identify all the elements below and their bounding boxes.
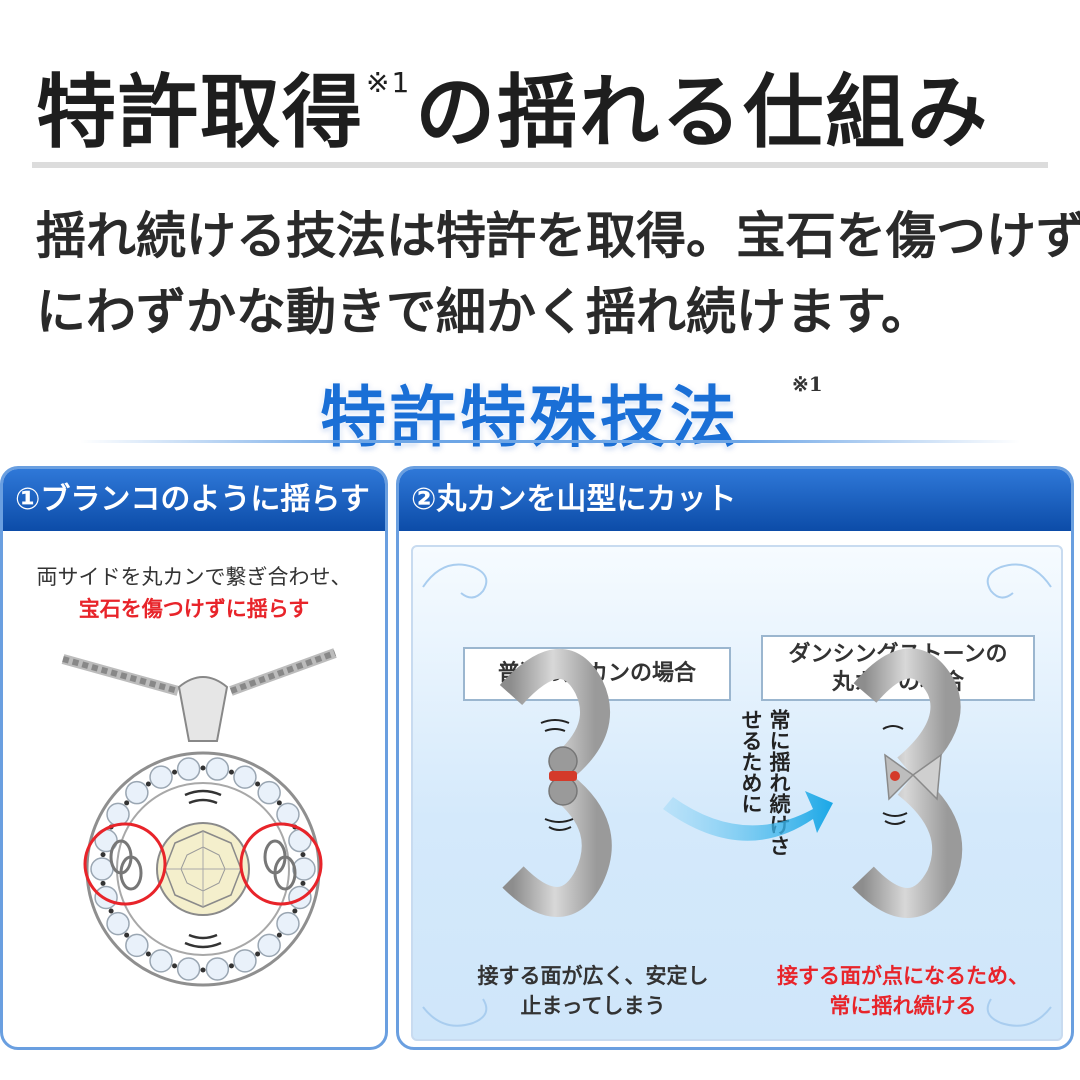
caption-normal: 接する面が広く、安定し 止まってしまう: [453, 961, 733, 1021]
caption-dancing-line-1: 接する面が点になるため、: [777, 964, 1029, 988]
bead-dot-icon: [172, 769, 178, 775]
bead-dot-icon: [276, 932, 282, 938]
outer-ring-icon: [85, 751, 321, 987]
bead-dot-icon: [145, 951, 151, 957]
chain-icon: [61, 648, 337, 696]
bead-dot-icon: [255, 781, 261, 787]
bead-icon: [176, 957, 201, 981]
title-rest: の揺れる仕組み: [415, 66, 990, 159]
normal-ring-icon: [499, 648, 612, 917]
banner-underline: [80, 440, 1020, 443]
panel-swing-text: 両サイドを丸カンで繋ぎ合わせ、: [36, 565, 352, 589]
lead-line-1: 揺れ続ける技法は特許を取得。宝石を傷つけず: [36, 207, 1080, 265]
panel-swing-heading: ①ブランコのように揺らす: [3, 469, 385, 531]
banner-title: 特許特殊技法: [320, 378, 740, 456]
caption-dancing-line-2: 常に揺れ続ける: [829, 994, 977, 1018]
bead-icon: [149, 949, 173, 973]
bead-dot-icon: [100, 852, 106, 858]
highlight-circle-right: [239, 822, 323, 906]
bead-icon: [233, 949, 257, 973]
bead-dot-icon: [200, 765, 206, 771]
bead-dot-icon: [200, 967, 206, 973]
bead-icon: [125, 780, 149, 805]
center-stone-icon: [156, 822, 250, 916]
panel-cut-heading: ②丸カンを山型にカット: [399, 469, 1071, 531]
bead-icon: [276, 911, 300, 936]
lead-text: 揺れ続ける技法は特許を取得。宝石を傷つけず にわずかな動きで細かく揺れ続けます。: [36, 198, 1080, 350]
ring-diagram: [499, 648, 963, 918]
bead-icon: [288, 885, 312, 910]
title-main: 特許取得: [36, 66, 364, 159]
bead-dot-icon: [292, 908, 298, 914]
bead-icon: [276, 802, 300, 827]
bead-icon: [90, 857, 114, 881]
swing-mark-top-icon: [184, 789, 222, 805]
bead-dot-icon: [276, 800, 282, 806]
panel-cut-diagram: 普通の丸カンの場合 ダンシングストーンの 丸カンの場合 常に揺れ続けさせるために: [411, 545, 1063, 1041]
bead-icon: [205, 957, 230, 981]
bead-icon: [106, 802, 130, 827]
panel-swing: ①ブランコのように揺らす 両サイドを丸カンで繋ぎ合わせ、 宝石を傷つけずに揺らす: [0, 466, 388, 1050]
panel-swing-highlight: 宝石を傷つけずに揺らす: [78, 597, 310, 621]
bead-dot-icon: [108, 908, 114, 914]
bead-icon: [233, 765, 257, 789]
dancing-ring-icon: [852, 648, 963, 918]
banner-footnote-mark: ※1: [792, 372, 823, 396]
arrow-icon: [663, 791, 833, 841]
bead-dot-icon: [228, 963, 234, 969]
caption-dancing: 接する面が点になるため、 常に揺れ続ける: [753, 961, 1053, 1021]
lead-line-2: にわずかな動きで細かく揺れ続けます。: [36, 283, 931, 341]
highlight-circle-left: [83, 822, 167, 906]
panel-cut: ②丸カンを山型にカット 普通の丸カンの場合 ダンシングストーンの 丸カンの場合 …: [396, 466, 1074, 1050]
page-title: 特許取得※1の揺れる仕組み: [36, 48, 989, 164]
bead-icon: [149, 765, 173, 789]
jump-ring-left-icon: [109, 839, 143, 891]
swing-mark-bottom-icon: [184, 933, 222, 949]
bead-dot-icon: [145, 781, 151, 787]
bead-dot-icon: [255, 951, 261, 957]
caption-normal-line-2: 止まってしまう: [520, 994, 666, 1018]
bead-dot-icon: [300, 880, 306, 886]
caption-normal-line-1: 接する面が広く、安定し: [477, 964, 709, 988]
title-divider: [32, 162, 1048, 168]
bead-icon: [257, 933, 281, 958]
bead-dot-icon: [124, 800, 130, 806]
bead-dot-icon: [228, 769, 234, 775]
bead-dot-icon: [100, 880, 106, 886]
bail-icon: [177, 676, 229, 742]
bead-icon: [257, 780, 281, 805]
bead-icon: [106, 911, 130, 936]
bead-icon: [176, 757, 201, 781]
bead-dot-icon: [172, 963, 178, 969]
bead-icon: [94, 885, 118, 910]
bead-icon: [205, 757, 230, 781]
bead-icon: [292, 857, 316, 881]
bead-icon: [125, 933, 149, 958]
corner-ornaments: [422, 563, 1052, 1027]
bead-dot-icon: [124, 932, 130, 938]
bead-dot-icon: [300, 852, 306, 858]
jump-ring-right-icon: [263, 839, 297, 891]
title-footnote-mark: ※1: [366, 66, 412, 99]
pendant-illustration: [61, 648, 337, 987]
